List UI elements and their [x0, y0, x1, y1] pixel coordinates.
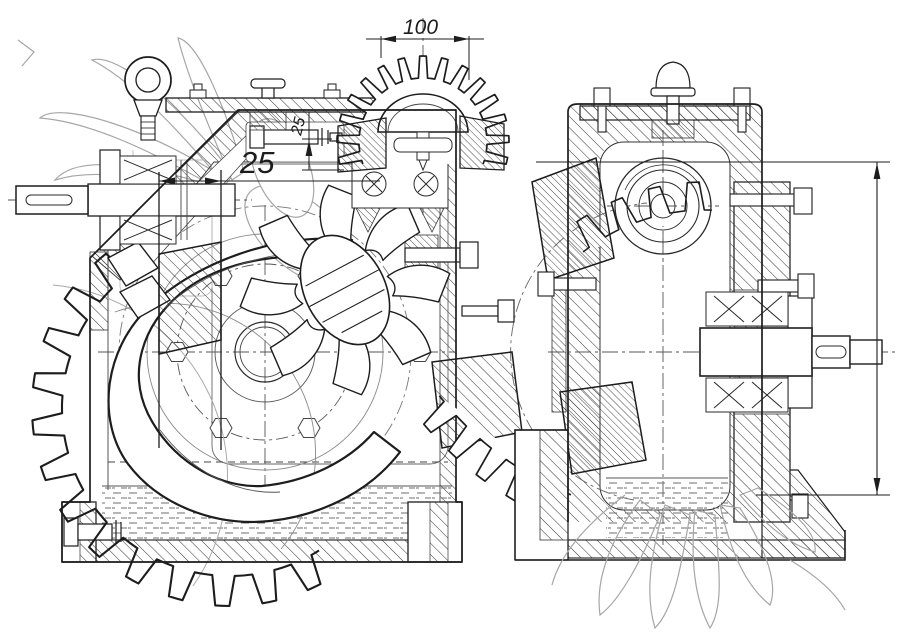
housing-outline	[61, 109, 463, 563]
worm-wheel-rim	[107, 237, 402, 523]
fan-sketch-bottom-right	[551, 487, 846, 630]
output-bearing-upper	[705, 291, 789, 327]
left-wall-hatch	[89, 251, 109, 331]
output-shaft	[699, 327, 813, 377]
wheel-hub-section-hatch	[158, 241, 222, 355]
housing-bolt-mid	[757, 273, 815, 299]
right-view-wheel	[422, 156, 712, 519]
dim-25-hub-label: 25	[239, 145, 275, 180]
dim-100-label: 100	[403, 16, 438, 39]
lifting-eye-bolt	[124, 56, 172, 141]
right-top-cover	[579, 61, 751, 139]
dimension-100: 100	[366, 16, 484, 80]
output-shaft-keyway	[815, 345, 847, 359]
left-view: 100 25 25	[8, 16, 515, 608]
worm-hub	[299, 234, 391, 346]
taper-bearing-lower	[119, 215, 177, 245]
output-bearing-lower	[705, 377, 789, 413]
worm-cross-section	[614, 157, 712, 255]
right-view	[422, 61, 896, 561]
cover-stud-right	[733, 87, 751, 133]
dimension-right-height	[536, 161, 890, 496]
right-base	[514, 429, 846, 561]
big-gear-teeth	[31, 252, 322, 608]
dimension-25-hub: 25	[158, 145, 380, 450]
wheel-rim-block-upper	[531, 156, 615, 281]
knob-boss-hatch	[249, 111, 287, 131]
dim-25-cover-label: 25	[288, 115, 309, 137]
impeller-blades	[239, 184, 451, 396]
wheel-rim-block-lower	[559, 381, 647, 475]
cross-pin	[393, 137, 453, 153]
bevel-pinion-teeth	[107, 241, 172, 319]
bearing-clamp-left	[337, 117, 387, 173]
cover-bolt	[189, 89, 207, 99]
dimension-25-cover: 25	[288, 112, 344, 171]
input-shaft-keyway	[25, 194, 73, 206]
bearing-clamp-right	[459, 115, 505, 171]
housing-bolt-left	[537, 271, 597, 297]
cover-stud-left	[593, 87, 611, 133]
bottom-plate-hatch	[95, 539, 459, 563]
oil-filler-knob	[250, 78, 286, 99]
breather-vent	[650, 61, 696, 139]
right-housing-outline	[567, 103, 763, 522]
side-bolts-right	[404, 234, 515, 323]
upper-left-bolt	[249, 125, 343, 149]
input-shaft-assembly	[15, 149, 236, 251]
cover-bolt	[323, 89, 341, 99]
right-foot	[407, 501, 463, 563]
taper-bearing-upper	[119, 155, 177, 185]
left-foot	[61, 501, 122, 563]
